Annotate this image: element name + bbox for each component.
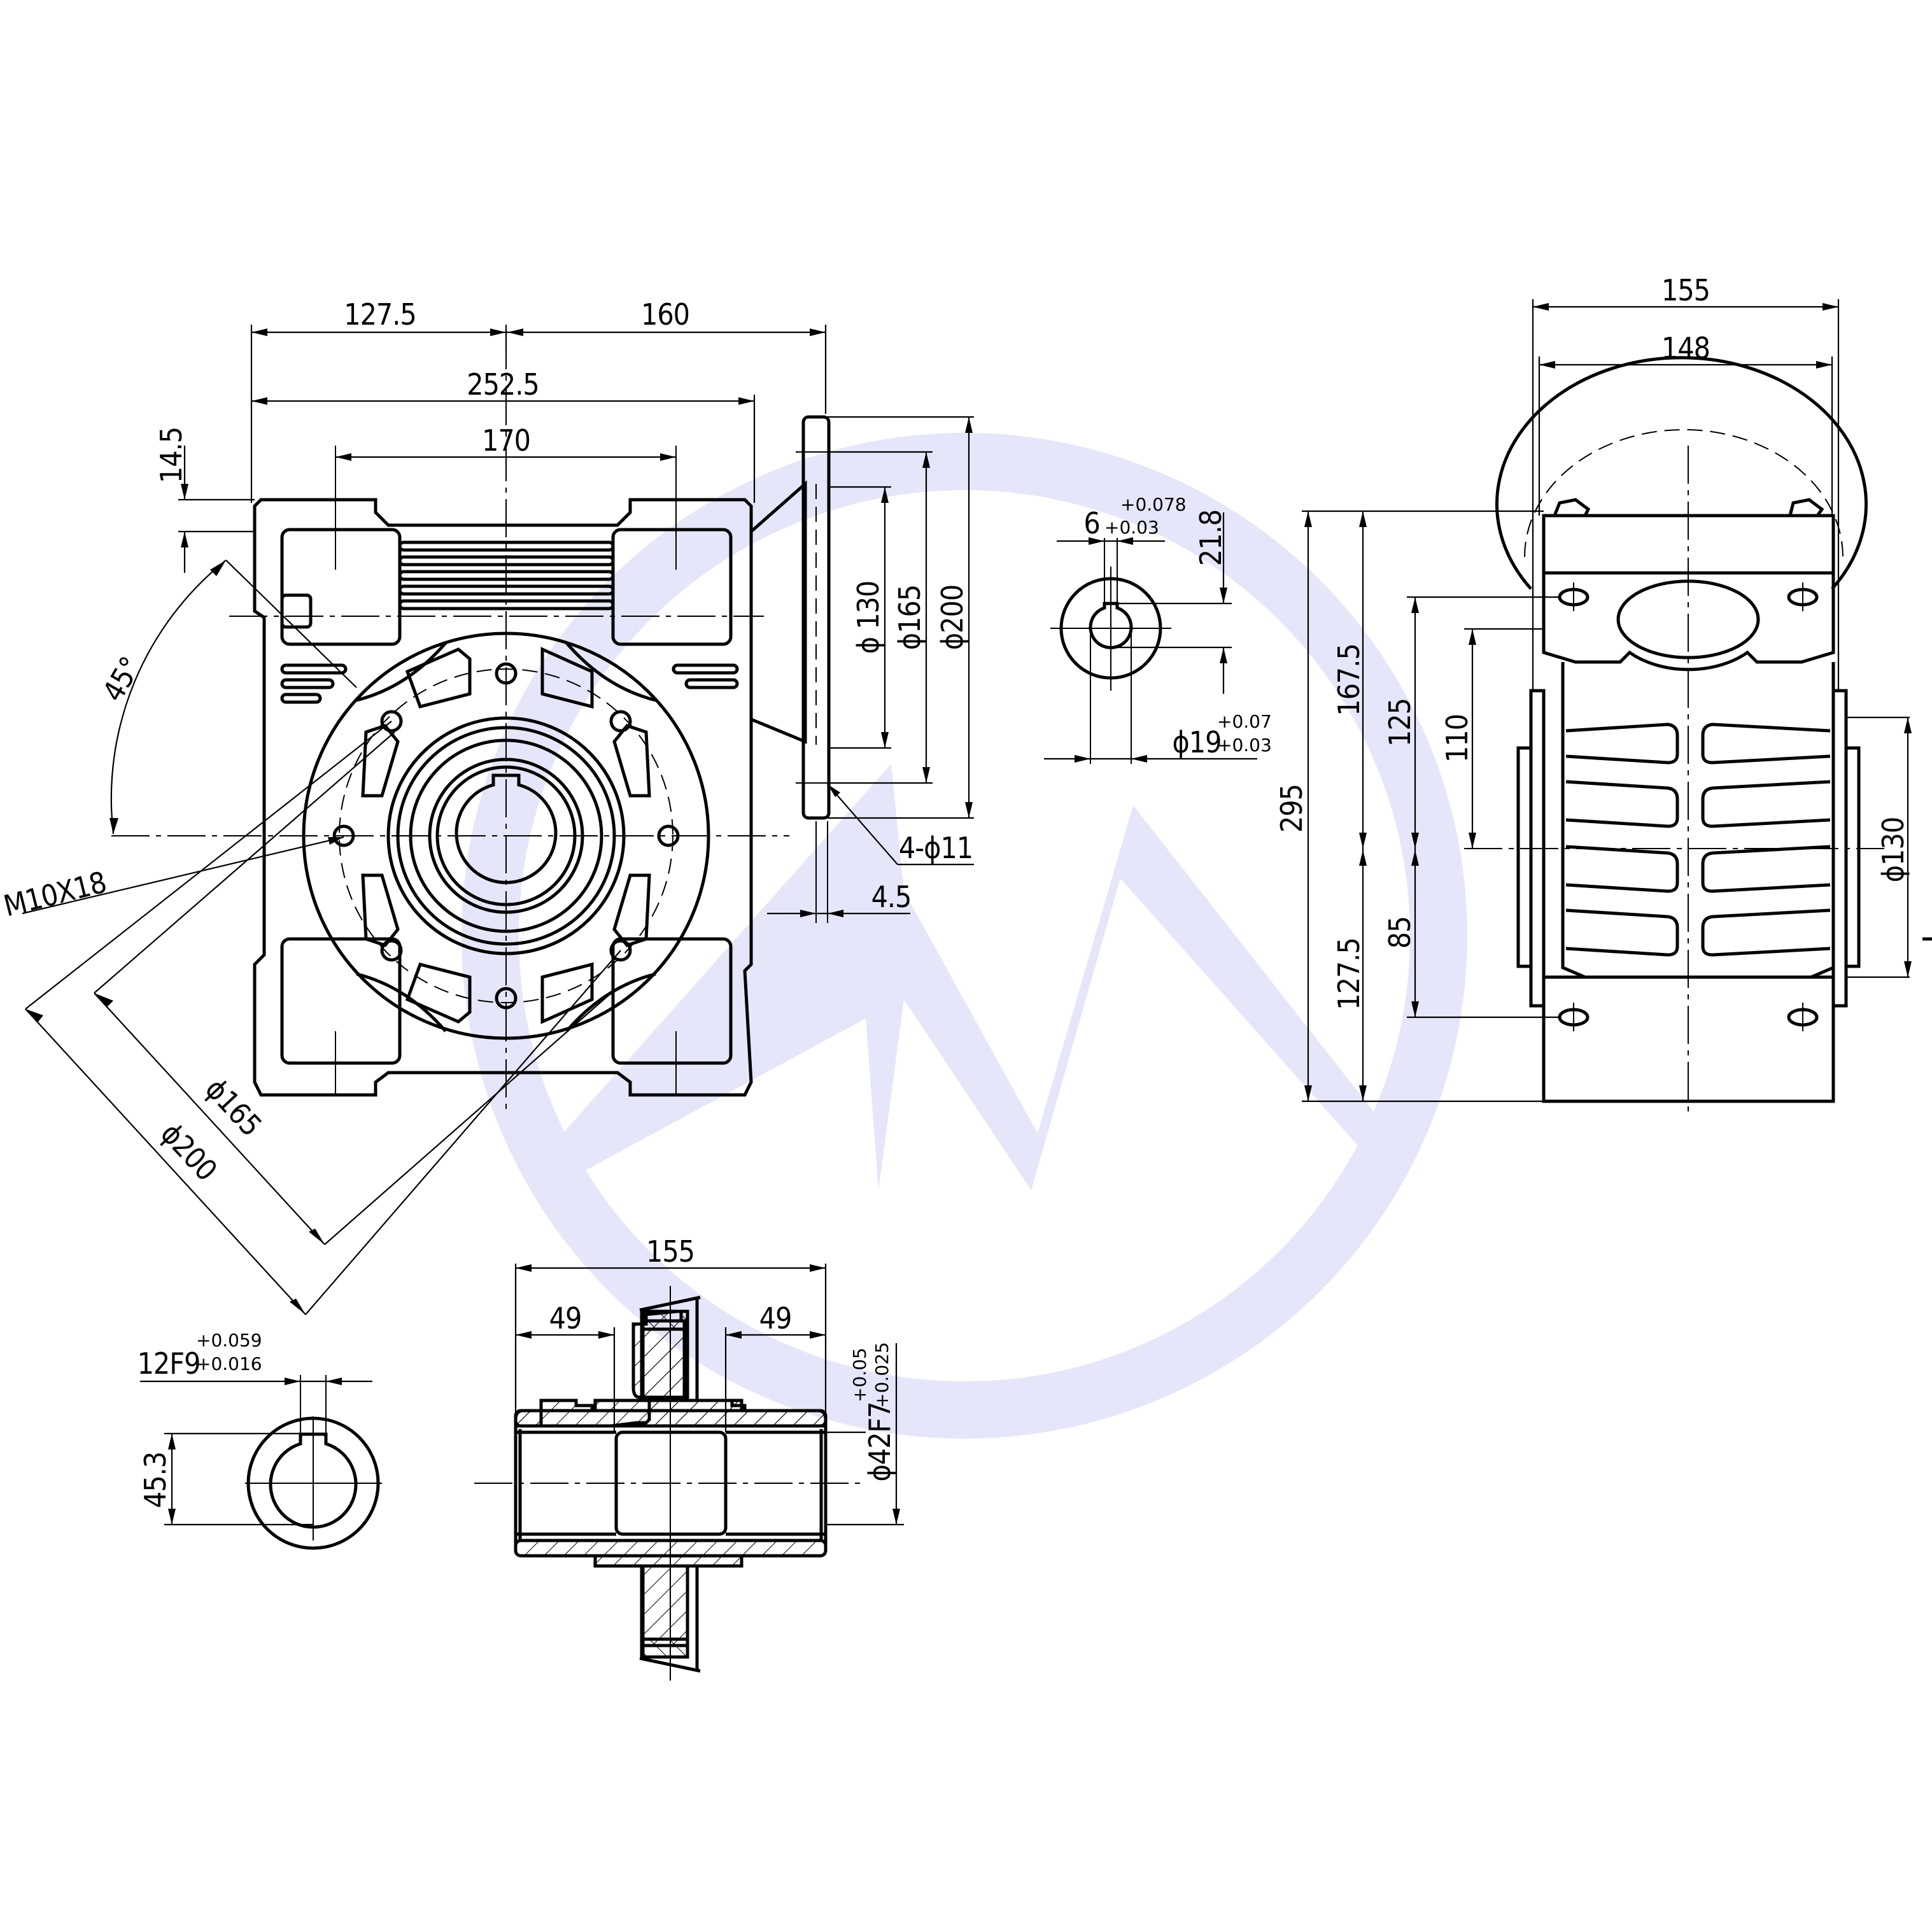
dim-170: 170 [482,423,530,458]
dim-right-hub-49: 49 [759,1301,792,1336]
key-width-lower-tol: +0.03 [1104,517,1159,538]
side-view-housing [1464,356,1884,1114]
dim-side-155: 155 [1661,273,1710,307]
dim-127-5: 127.5 [344,297,416,332]
dim-holes-4x11: 4-ϕ11 [899,831,973,865]
key-width-6: 6 [1083,506,1099,540]
input-flange-dimensions: ϕ 130 ϕ165 ϕ200 4-ϕ11 4.5 [767,416,974,917]
dim-upper-hole-125: 125 [1383,698,1417,747]
dim-center-to-bottom-127-5: 127.5 [1332,938,1366,1010]
dim-output-length-155: 155 [646,1234,695,1269]
dim-overall-height-295: 295 [1274,784,1309,833]
bore-42-lower-tol: +0.025 [871,1342,892,1408]
dim-side-148: 148 [1661,331,1710,365]
watermark-logo [462,433,1467,1439]
key-height-21-8: 21.8 [1194,510,1228,566]
key-upper-tol: +0.059 [196,1330,262,1351]
input-shaft-section: 6 +0.078 +0.03 21.8 ϕ19 +0.07 +0.03 [1044,494,1272,764]
thread-callout: M10X18 [0,865,109,924]
dim-outer-200: ϕ200 [935,585,970,650]
dim-flange-offset-110: 110 [1440,714,1474,763]
dim-252-5: 252.5 [467,367,539,402]
bore-upper-tol: +0.07 [1217,711,1272,732]
dim-pcd-165: ϕ165 [892,585,927,650]
output-hub-section: 12F9 +0.059 +0.016 45.3 [137,1330,382,1550]
dim-spigot-130: ϕ 130 [851,581,885,654]
dim-bolt-circle-165: ϕ165 [199,1071,268,1143]
key-depth-45-3: 45.3 [138,1452,173,1508]
dim-160: 160 [641,297,689,332]
bore-19: ϕ19 [1173,725,1222,759]
front-view-housing [111,331,789,1114]
bore-42-upper-tol: +0.05 [849,1348,870,1402]
side-view-dimensions: 155 148 295 167.5 127.5 125 85 [1274,273,1932,1103]
key-width-upper-tol: +0.078 [1120,494,1187,515]
dim-side-spigot-130: ϕ130 [1876,817,1910,882]
dim-45-deg: 45° [95,651,148,707]
dim-14-5: 14.5 [154,427,188,483]
input-flange-profile [750,415,831,923]
dim-thickness-4-5: 4.5 [871,880,912,914]
dim-left-hub-49: 49 [549,1301,582,1336]
bore-42f7: ϕ42F7 [863,1402,897,1481]
bore-lower-tol: +0.03 [1217,735,1272,756]
output-shaft-section: 155 49 49 ϕ42F7 +0.05 +0.025 [474,1234,904,1681]
key-width-12f9: 12F9 [137,1346,201,1381]
front-view-dimensions: 127.5 160 252.5 170 14.5 45° M10X18 [0,297,827,1315]
key-lower-tol: +0.016 [196,1353,262,1374]
dim-bolt-circle-200: ϕ200 [154,1116,223,1187]
dim-center-to-top-167-5: 167.5 [1332,644,1366,716]
dim-lower-hole-85: 85 [1383,917,1417,949]
